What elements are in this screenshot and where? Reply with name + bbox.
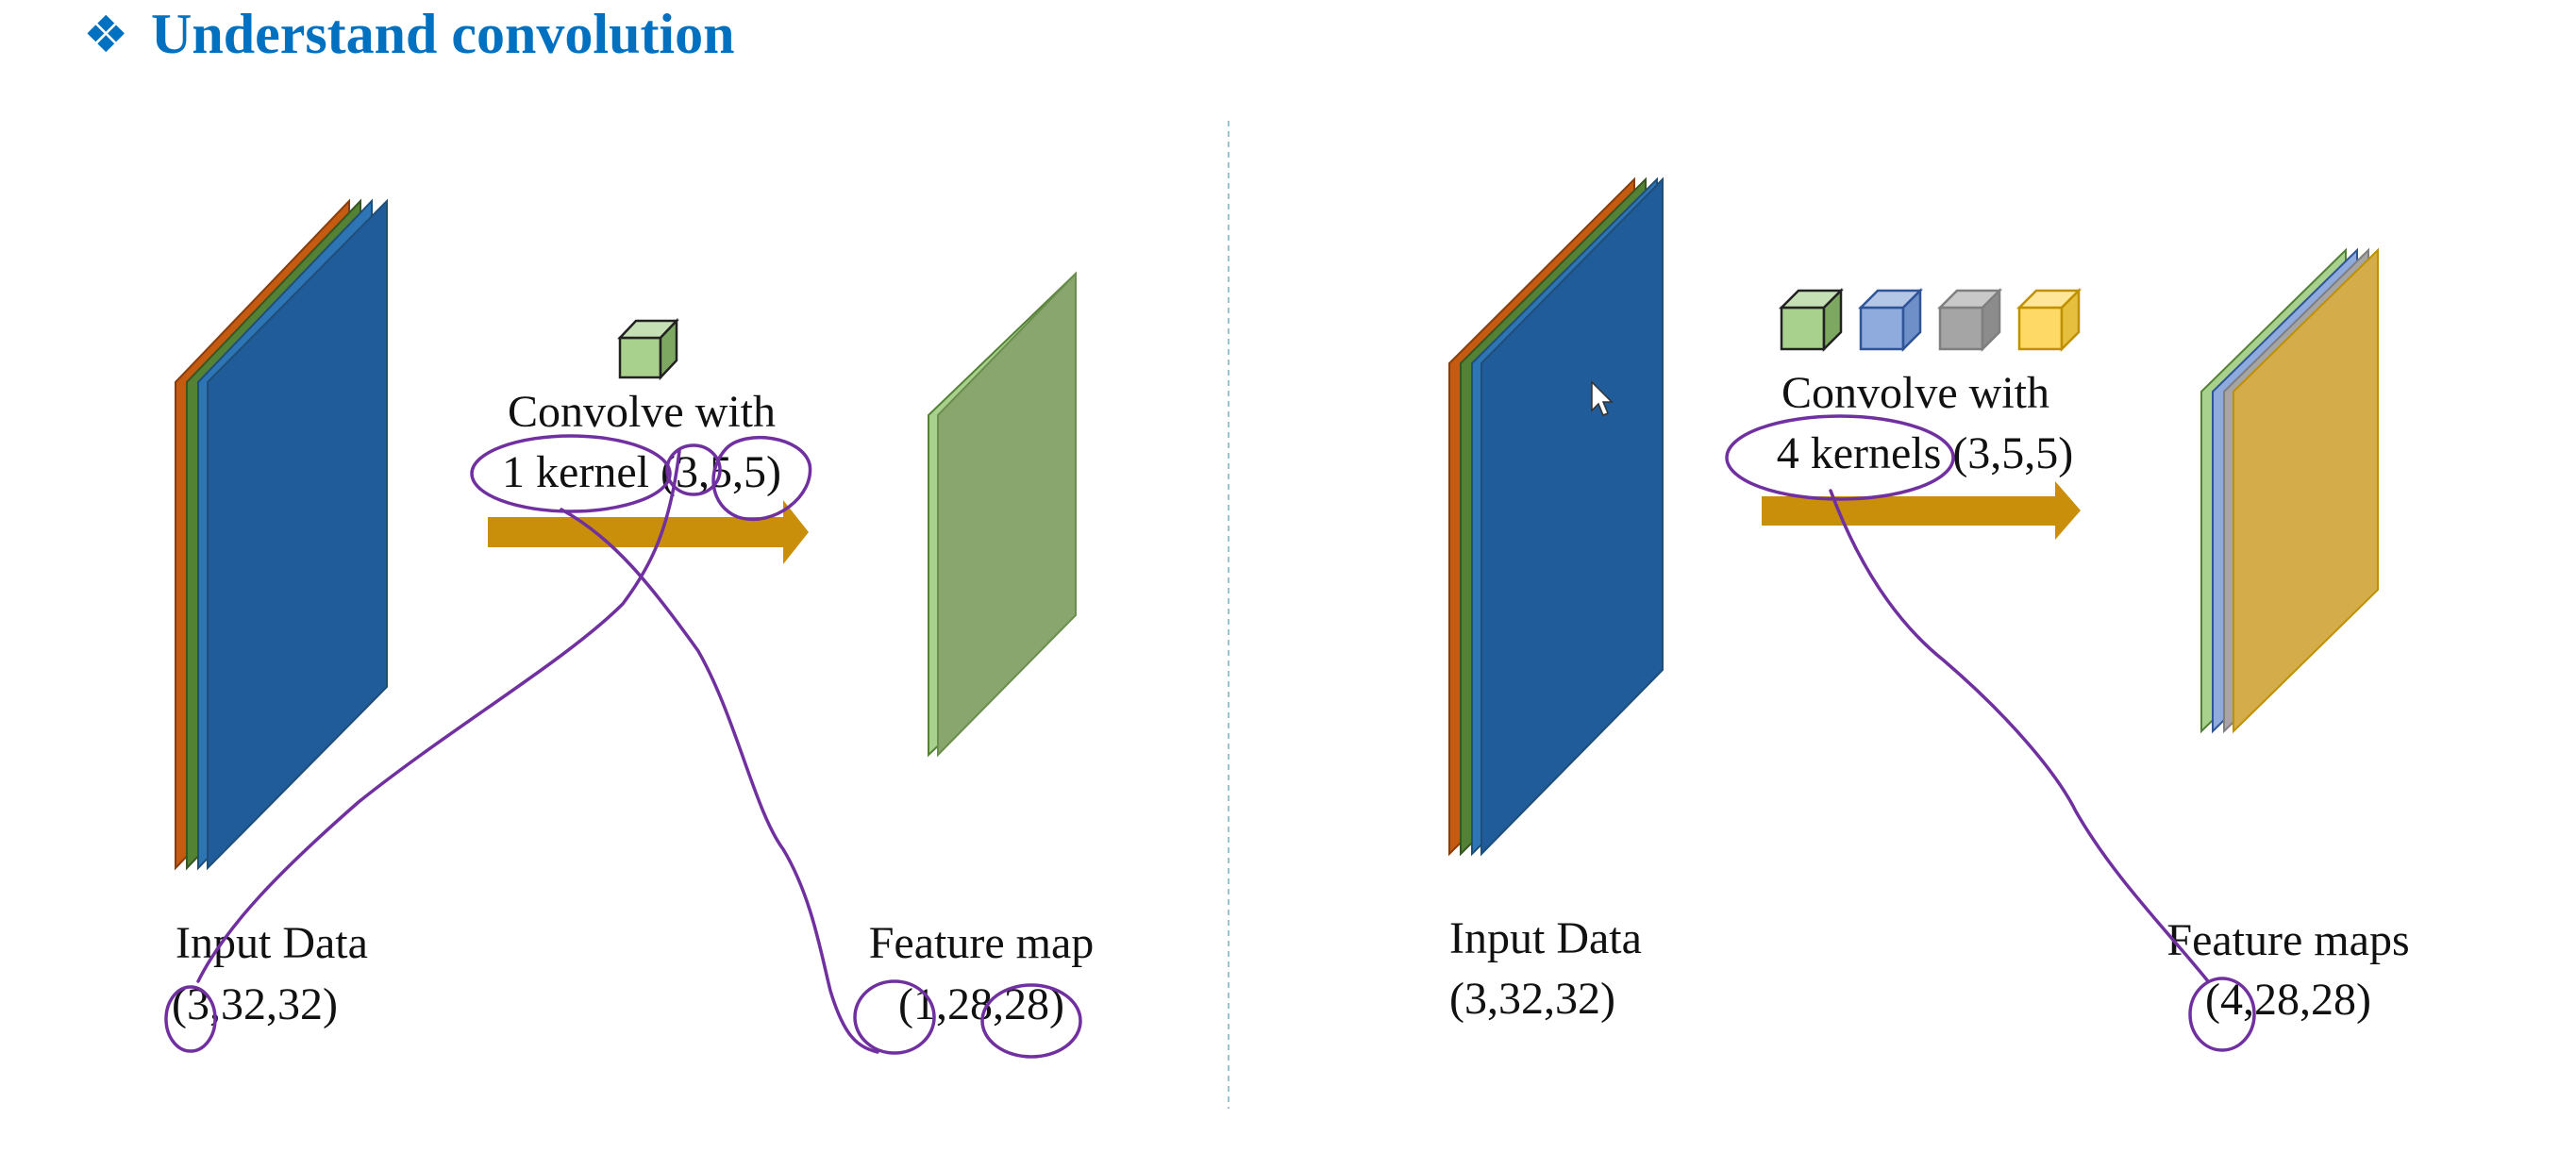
mouse-cursor-icon — [1591, 380, 1614, 416]
title-bullet-icon: ❖ — [83, 5, 128, 64]
annotation-line-channels — [196, 449, 681, 983]
right-arrow-icon — [1762, 481, 2081, 540]
left-panel: Convolve with 1 kernel (3,5,5) Input Dat… — [172, 198, 1095, 1029]
slide-title-group: ❖ Understand convolution — [83, 3, 734, 65]
left-kernel-cube — [617, 317, 679, 381]
handwritten-annotations — [164, 414, 2256, 1059]
right-output-front-face — [2233, 247, 2379, 734]
left-output-front-face — [937, 271, 1077, 758]
right-output-label-line2: (4,28,28) — [2205, 975, 2371, 1025]
annotation-circle-kernel-5-5 — [711, 435, 812, 522]
left-input-front-face — [207, 198, 388, 871]
right-input-front-face — [1480, 176, 1664, 857]
annotation-circle-1-kernel — [470, 434, 672, 513]
right-input-volume — [1448, 176, 1664, 857]
annotation-circle-4-kernels — [1725, 414, 1955, 501]
annotation-line-4-kernels — [1829, 489, 2210, 983]
left-input-label-line1: Input Data — [176, 918, 368, 968]
annotation-circle-output-4 — [2188, 977, 2256, 1052]
right-kernel-cube-blue — [1857, 287, 1924, 353]
right-input-label-line2: (3,32,32) — [1449, 974, 1615, 1024]
annotation-circle-kernel-3 — [665, 443, 722, 496]
right-op-label-line2: 4 kernels (3,5,5) — [1777, 428, 2074, 478]
left-op-label-line1: Convolve with — [508, 387, 776, 437]
left-arrow-icon — [488, 500, 809, 564]
slide-title: Understand convolution — [151, 3, 734, 65]
right-panel: Convolve with 4 kernels (3,5,5) Input Da… — [1448, 176, 2410, 1025]
annotation-line-kernel-count — [560, 508, 879, 1054]
left-op-label-line2: 1 kernel (3,5,5) — [502, 447, 781, 497]
left-output-label-line1: Feature map — [869, 918, 1095, 968]
right-op-label-line1: Convolve with — [1781, 368, 2049, 418]
right-output-label-line1: Feature maps — [2166, 915, 2409, 965]
annotation-circle-output-1 — [853, 979, 936, 1055]
right-kernel-cube-green — [1778, 287, 1845, 353]
right-kernel-cube-yellow — [2016, 287, 2083, 353]
left-output-volume — [928, 271, 1077, 758]
right-input-label-line1: Input Data — [1449, 913, 1642, 963]
right-output-volume — [2200, 247, 2379, 734]
annotation-circle-input-3 — [164, 985, 217, 1053]
annotation-circle-output-28 — [980, 983, 1082, 1059]
right-kernel-cube-gray — [1936, 287, 2003, 353]
left-input-volume — [175, 198, 388, 871]
